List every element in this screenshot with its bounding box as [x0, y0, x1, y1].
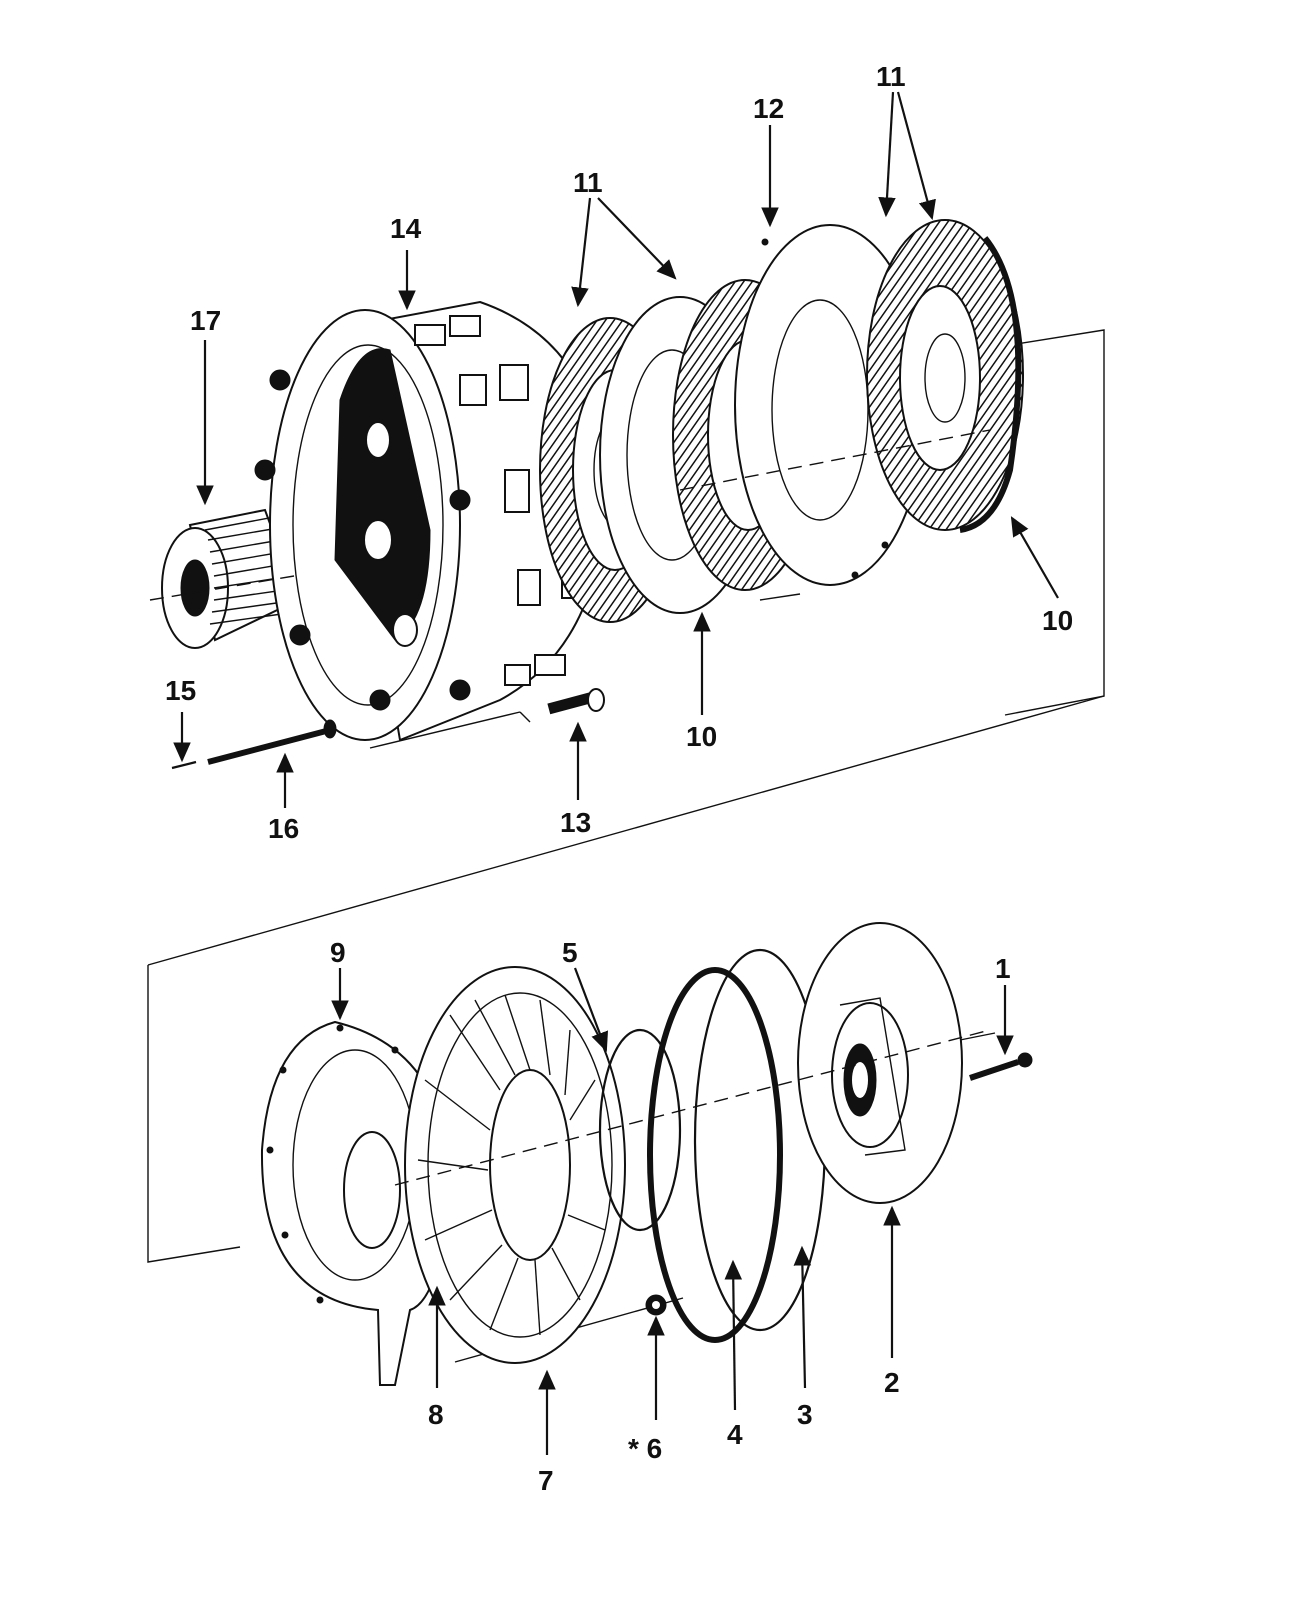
callout-12: 12	[753, 93, 784, 124]
callout-5: 5	[562, 937, 578, 968]
leader-lines	[173, 91, 1059, 1455]
callout-14: 14	[390, 213, 422, 244]
callout-4: 4	[727, 1419, 743, 1450]
bolt-1	[969, 1052, 1033, 1081]
upper-group-outline	[369, 329, 1105, 749]
spoked-piston-plate	[404, 966, 626, 1364]
nut-6	[645, 1294, 667, 1316]
callout-11-left: 11	[573, 167, 603, 198]
callout-7: 7	[538, 1465, 554, 1496]
callout-6: * 6	[628, 1433, 662, 1464]
friction-disc-right	[866, 219, 1024, 533]
axis-lines	[149, 429, 991, 1186]
bolt-13	[547, 688, 605, 715]
callout-11-right: 11	[876, 61, 906, 92]
clutch-cage-assembly	[254, 300, 607, 742]
callout-10-right: 10	[1042, 605, 1073, 636]
callout-3: 3	[797, 1399, 813, 1430]
callout-9: 9	[330, 937, 346, 968]
callout-13: 13	[560, 807, 591, 838]
group-separator-line	[147, 695, 1105, 966]
inner-seal-ring	[598, 1028, 682, 1232]
callout-17: 17	[190, 305, 221, 336]
callout-8: 8	[428, 1399, 444, 1430]
callout-1: 1	[995, 953, 1011, 984]
callout-2: 2	[884, 1367, 900, 1398]
stud-16	[207, 719, 337, 765]
outer-seal-ring-4	[647, 967, 783, 1343]
housing-plate	[797, 922, 963, 1204]
callout-15: 15	[165, 675, 196, 706]
callout-16: 16	[268, 813, 299, 844]
callout-10-left: 10	[686, 721, 717, 752]
pin-15	[171, 760, 197, 770]
backing-plate	[260, 1020, 452, 1386]
